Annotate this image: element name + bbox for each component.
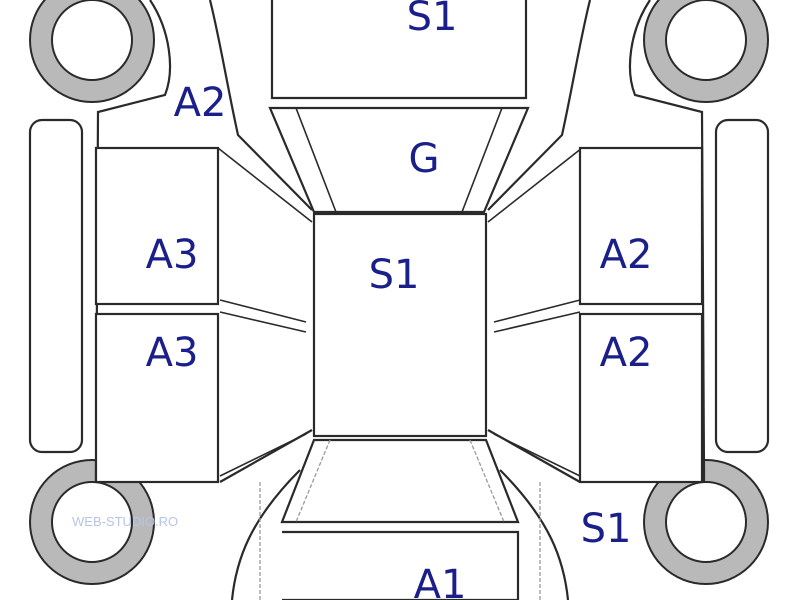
right-side-skirt[interactable] — [714, 118, 770, 454]
left-rear-door[interactable] — [94, 312, 220, 484]
left-front-door[interactable] — [94, 146, 220, 306]
rear-window-panel[interactable] — [280, 438, 520, 524]
right-rear-door[interactable] — [578, 312, 704, 484]
label-hood: S1 — [407, 0, 458, 40]
label-left-front-door: A3 — [146, 232, 199, 278]
watermark: WEB-STUDIO.RO — [72, 514, 178, 529]
wheel-rear-left[interactable] — [29, 459, 155, 585]
label-trunk: A1 — [414, 562, 467, 600]
right-front-door[interactable] — [578, 146, 704, 306]
trunk-panel[interactable] — [282, 530, 520, 600]
label-right-front-door: A2 — [600, 232, 653, 278]
label-roof: S1 — [369, 252, 420, 298]
roof-panel[interactable] — [312, 212, 488, 438]
left-side-skirt[interactable] — [28, 118, 84, 454]
hood-panel[interactable] — [270, 0, 528, 100]
body-outline — [94, 0, 706, 600]
windshield-panel[interactable] — [268, 106, 530, 214]
label-windshield: G — [409, 136, 440, 182]
label-right-rear-door: A2 — [600, 330, 653, 376]
label-front-left-fender: A2 — [174, 80, 227, 126]
label-rear-right-quarter: S1 — [581, 506, 632, 552]
label-left-rear-door: A3 — [146, 330, 199, 376]
wheel-front-right[interactable] — [643, 0, 769, 103]
wheel-front-left[interactable] — [29, 0, 155, 103]
wheel-rear-right[interactable] — [643, 459, 769, 585]
